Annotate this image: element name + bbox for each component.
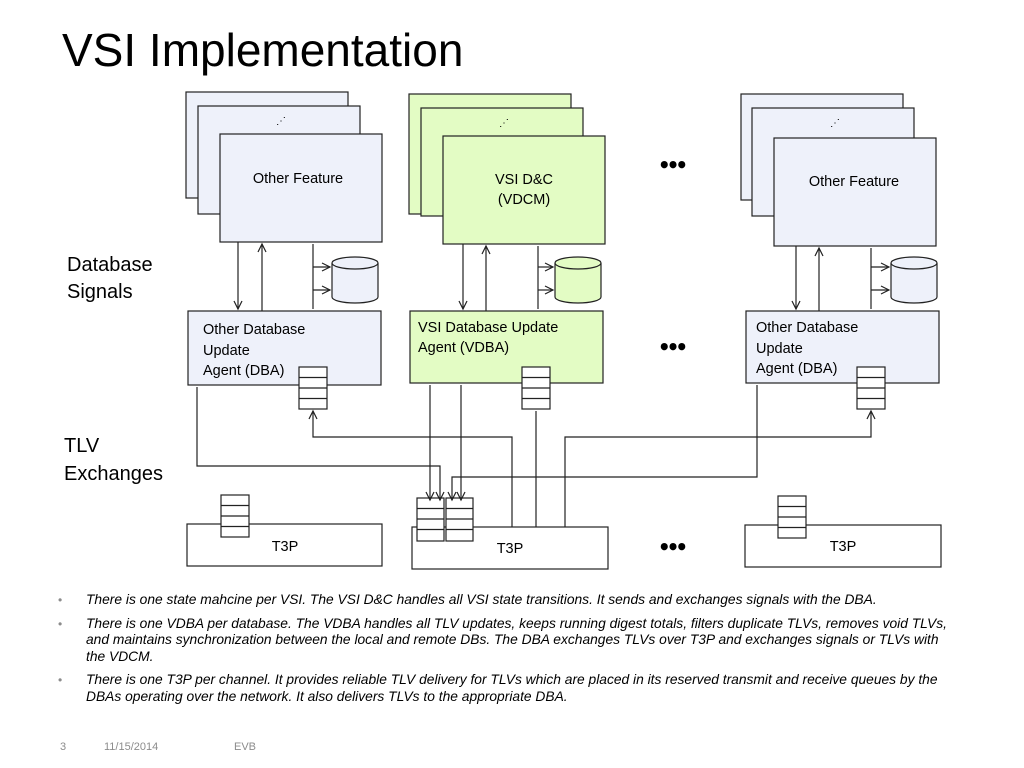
queue-icon [298,366,328,410]
database-icon [890,256,938,304]
queue-icon [856,366,886,410]
stack-marker: ⋰ [499,118,509,129]
queue-icon [777,495,807,539]
database-icon [331,256,379,304]
feature-label-other-right: Other Feature [809,174,899,190]
database-signals-label: Signals [67,281,133,303]
feature-box-vsi-dc [442,135,606,245]
bullet-list: •There is one state mahcine per VSI. The… [58,592,958,712]
svg-text:Update: Update [756,341,803,357]
svg-text:T3P: T3P [830,539,857,555]
footer-page-number: 3 [60,741,67,753]
tlv-exchanges-label: TLV [64,435,100,457]
tlv-exchange-connectors [196,385,876,527]
feature-box-other-right [773,137,937,247]
database-icon [554,256,602,304]
feature-stack-vsi: ⋰ VSI D&C (VDCM) [408,93,606,245]
footer-date: 11/15/2014 [104,741,159,753]
feature-stack-other-right: ⋰ Other Feature [740,93,937,247]
bullet-item: •There is one VDBA per database. The VDB… [58,615,947,664]
t3p-box-right: T3P [744,524,942,568]
agent-box-other-left: Other Database Update Agent (DBA) [187,310,382,386]
stack-marker: ⋰ [276,116,286,127]
agent-box-other-right: Other Database Update Agent (DBA) [745,310,940,384]
t3p-box-left: T3P [186,523,383,567]
feature-box-other-left [219,133,383,243]
bullet-marker: • [58,593,63,607]
signal-connectors [233,242,891,311]
architecture-diagram: ⋰ Other Feature ⋰ VSI D&C (VDCM) ⋰ Other… [64,91,942,570]
svg-text:T3P: T3P [497,541,524,557]
queue-icon [416,497,445,542]
footer-author: EVB [234,741,257,753]
feature-label-other-left: Other Feature [253,171,343,187]
t3p-box-center: T3P [411,526,609,570]
feature-label-vsi-line1: VSI D&C [495,172,553,188]
queue-icon [521,366,551,410]
ellipsis-icon: ••• [658,535,686,559]
svg-text:Update: Update [203,343,250,359]
bullet-marker: • [58,616,63,631]
tlv-exchanges-label: Exchanges [64,463,163,485]
svg-text:Agent (VDBA): Agent (VDBA) [418,340,509,356]
ellipsis-icon: ••• [658,153,686,177]
svg-text:Other Database: Other Database [203,322,305,338]
database-signals-label: Database [67,254,153,276]
svg-text:T3P: T3P [272,539,299,555]
feature-label-vsi-line2: (VDCM) [498,192,550,208]
queue-icon [220,494,250,538]
agent-box-vdba: VSI Database Update Agent (VDBA) [409,310,604,384]
queue-icon [445,497,474,542]
svg-text:Agent (DBA): Agent (DBA) [203,363,284,379]
svg-text:Other Database: Other Database [756,320,858,336]
svg-text:Agent (DBA): Agent (DBA) [756,361,837,377]
ellipsis-icon: ••• [658,335,686,359]
slide-title: VSI Implementation [62,24,464,76]
svg-text:VSI Database Update: VSI Database Update [418,320,558,336]
stack-marker: ⋰ [830,118,840,129]
feature-stack-other-left: ⋰ Other Feature [185,91,383,243]
bullet-item: •There is one state mahcine per VSI. The… [58,592,877,607]
bullet-item: •There is one T3P per channel. It provid… [58,672,938,704]
bullet-marker: • [58,673,63,687]
